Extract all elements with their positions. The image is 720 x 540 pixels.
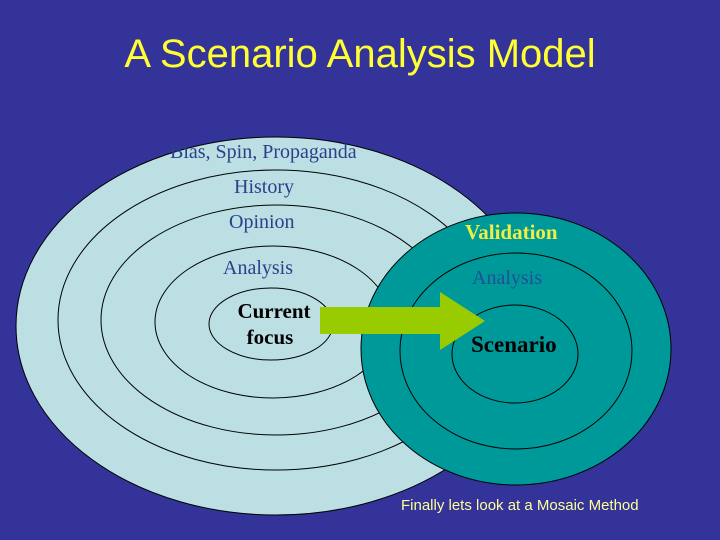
label-focus: focus xyxy=(246,325,294,349)
right-circle-group xyxy=(360,212,672,486)
label-bias-spin-propaganda: Bias, Spin, Propaganda xyxy=(170,141,357,163)
arrow-right-icon xyxy=(320,292,485,350)
label-opinion: Opinion xyxy=(229,211,295,233)
label-current: Current xyxy=(237,299,311,323)
circle-analysis xyxy=(399,252,633,450)
label-left-analysis: Analysis xyxy=(223,257,293,279)
label-validation: Validation xyxy=(465,220,558,244)
circle-validation xyxy=(360,212,672,486)
label-scenario: Scenario xyxy=(471,332,557,357)
slide-title: A Scenario Analysis Model xyxy=(124,32,596,76)
circle-scenario xyxy=(451,304,579,404)
footer-text: Finally lets look at a Mosaic Method xyxy=(401,497,639,514)
label-right-analysis: Analysis xyxy=(472,267,542,289)
label-current-focus: Current focus xyxy=(222,298,326,350)
label-history: History xyxy=(234,176,294,198)
